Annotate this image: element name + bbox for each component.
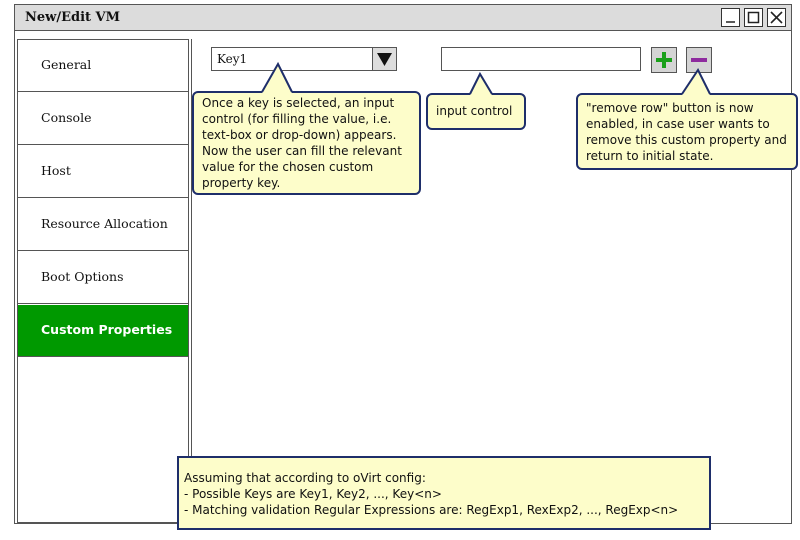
- close-icon[interactable]: [767, 8, 786, 27]
- property-value-input[interactable]: [441, 47, 641, 71]
- sidebar: General Console Host Resource Allocation…: [17, 39, 189, 523]
- key-note-tail: [261, 61, 293, 93]
- add-row-button[interactable]: [651, 47, 677, 73]
- plus-icon: [656, 52, 672, 68]
- remove-row-note: "remove row" button is now enabled, in c…: [576, 93, 798, 170]
- sidebar-item-console[interactable]: Console: [18, 93, 188, 145]
- sidebar-item-host[interactable]: Host: [18, 146, 188, 198]
- key-selected-note: Once a key is selected, an input control…: [192, 91, 421, 195]
- remove-row-button[interactable]: [686, 47, 712, 73]
- key-select-value: Key1: [217, 52, 248, 66]
- config-note-line-2: - Possible Keys are Key1, Key2, ..., Key…: [184, 487, 442, 501]
- content-panel: [191, 39, 791, 523]
- input-note-tail: [469, 71, 493, 95]
- sidebar-item-boot-options[interactable]: Boot Options: [18, 252, 188, 304]
- config-assumption-note: Assuming that according to oVirt config:…: [177, 456, 711, 530]
- config-note-line-1: Assuming that according to oVirt config:: [184, 471, 426, 485]
- key-select-dropdown[interactable]: Key1: [211, 47, 397, 71]
- input-control-note: input control: [426, 93, 526, 130]
- maximize-icon[interactable]: [744, 8, 763, 27]
- minus-icon: [691, 58, 707, 62]
- window-title: New/Edit VM: [25, 10, 121, 25]
- remove-note-tail: [681, 68, 711, 95]
- sidebar-item-resource-allocation[interactable]: Resource Allocation: [18, 199, 188, 251]
- sidebar-item-general[interactable]: General: [18, 40, 188, 92]
- sidebar-item-custom-properties[interactable]: Custom Properties: [18, 305, 188, 357]
- vm-dialog-window: New/Edit VM General Console Host Resourc…: [14, 4, 792, 524]
- dropdown-arrow-icon[interactable]: [372, 48, 396, 70]
- config-note-line-3: - Matching validation Regular Expression…: [184, 503, 679, 517]
- title-bar: New/Edit VM: [15, 5, 791, 31]
- minimize-icon[interactable]: [721, 8, 740, 27]
